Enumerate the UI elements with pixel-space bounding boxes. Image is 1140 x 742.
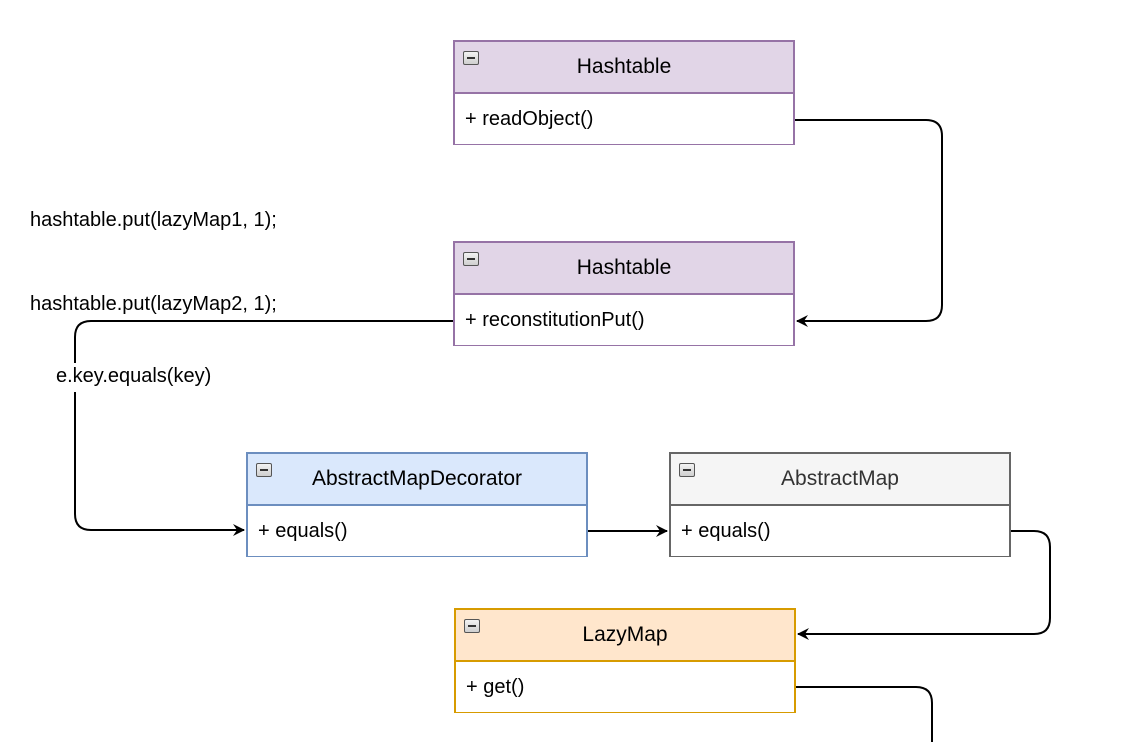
class-title: AbstractMapDecorator	[311, 467, 523, 490]
class-method[interactable]: + equals()	[671, 506, 1009, 556]
code-line-1: hashtable.put(lazyMap1, 1);	[30, 209, 277, 231]
collapse-icon[interactable]	[464, 619, 480, 633]
collapse-icon[interactable]	[463, 252, 479, 266]
edge-lazymap-get-outgoing	[796, 686, 933, 742]
class-header[interactable]: AbstractMapDecorator	[248, 454, 586, 506]
class-method[interactable]: + get()	[456, 662, 794, 712]
collapse-icon[interactable]	[256, 463, 272, 477]
class-title: Hashtable	[576, 256, 672, 279]
class-title: LazyMap	[582, 623, 668, 646]
class-method[interactable]: + reconstitutionPut()	[455, 295, 793, 345]
class-header[interactable]: Hashtable	[455, 243, 793, 295]
code-note: hashtable.put(lazyMap1, 1); hashtable.pu…	[30, 150, 277, 346]
collapse-icon[interactable]	[463, 51, 479, 65]
class-header[interactable]: AbstractMap	[671, 454, 1009, 506]
class-method[interactable]: + equals()	[248, 506, 586, 556]
class-title: AbstractMap	[781, 467, 899, 490]
edge-label-equals: e.key.equals(key)	[56, 365, 212, 387]
collapse-icon[interactable]	[679, 463, 695, 477]
class-header[interactable]: LazyMap	[456, 610, 794, 662]
class-box-hashtable-reconstitutionput[interactable]: Hashtable + reconstitutionPut()	[453, 241, 795, 346]
class-box-hashtable-readobject[interactable]: Hashtable + readObject()	[453, 40, 795, 145]
edge-readobject-to-reconstitutionput	[795, 119, 943, 327]
class-method[interactable]: + readObject()	[455, 94, 793, 144]
class-box-abstractmap[interactable]: AbstractMap + equals()	[669, 452, 1011, 557]
class-box-lazymap[interactable]: LazyMap + get()	[454, 608, 796, 713]
code-line-2: hashtable.put(lazyMap2, 1);	[30, 293, 277, 315]
class-title: Hashtable	[576, 55, 672, 78]
class-box-abstractmapdecorator[interactable]: AbstractMapDecorator + equals()	[246, 452, 588, 557]
class-header[interactable]: Hashtable	[455, 42, 793, 94]
